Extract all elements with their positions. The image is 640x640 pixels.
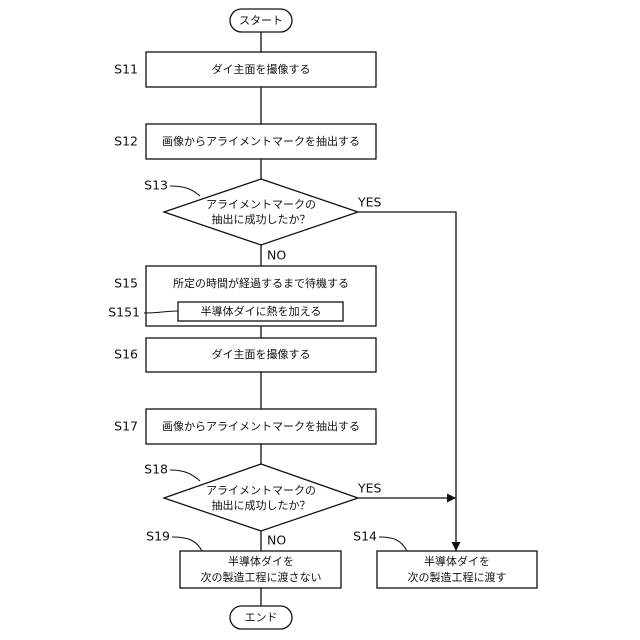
step-label-s11: S11 — [114, 62, 138, 77]
step-label-s16: S16 — [114, 347, 138, 362]
process-s19-line1: 半導体ダイを — [228, 554, 294, 568]
process-s151-text: 半導体ダイに熱を加える — [201, 304, 322, 318]
process-s14-line2: 次の製造工程に渡す — [408, 570, 507, 584]
step-label-s14: S14 — [353, 529, 377, 544]
decision-s13-line1: アライメントマークの — [206, 198, 316, 211]
step-label-s151: S151 — [108, 305, 140, 320]
step-label-s12: S12 — [114, 134, 138, 149]
branch-s13-no: NO — [267, 248, 286, 263]
process-s11-text: ダイ主面を撮像する — [212, 62, 311, 76]
process-s15-text: 所定の時間が経過するまで待機する — [173, 276, 349, 290]
connector-s13-yes-s14 — [358, 212, 456, 551]
branch-s13-yes: YES — [357, 195, 382, 210]
step-label-s17: S17 — [114, 419, 138, 434]
leader-s18 — [170, 470, 200, 481]
process-s19-line2: 次の製造工程に渡さない — [201, 570, 322, 584]
decision-s13 — [164, 179, 358, 245]
process-s17-text: 画像からアライメントマークを抽出する — [162, 419, 360, 433]
decision-s18-line2: 抽出に成功したか？ — [212, 498, 311, 512]
branch-s18-yes: YES — [357, 481, 382, 496]
process-s14-line1: 半導体ダイを — [424, 554, 490, 568]
end-label: エンド — [245, 611, 278, 624]
decision-s18 — [164, 464, 358, 531]
branch-s18-no: NO — [267, 533, 286, 548]
step-label-s19: S19 — [146, 529, 170, 544]
start-label: スタート — [239, 14, 283, 27]
process-s16-text: ダイ主面を撮像する — [212, 347, 311, 361]
leader-s13 — [170, 186, 200, 196]
process-s12-text: 画像からアライメントマークを抽出する — [162, 134, 360, 148]
decision-s13-line2: 抽出に成功したか？ — [212, 212, 311, 226]
step-label-s18: S18 — [144, 462, 168, 477]
decision-s18-line1: アライメントマークの — [206, 484, 316, 497]
leader-s19 — [172, 537, 202, 551]
step-label-s13: S13 — [144, 178, 168, 193]
step-label-s15: S15 — [114, 276, 138, 291]
leader-s14 — [379, 537, 407, 551]
